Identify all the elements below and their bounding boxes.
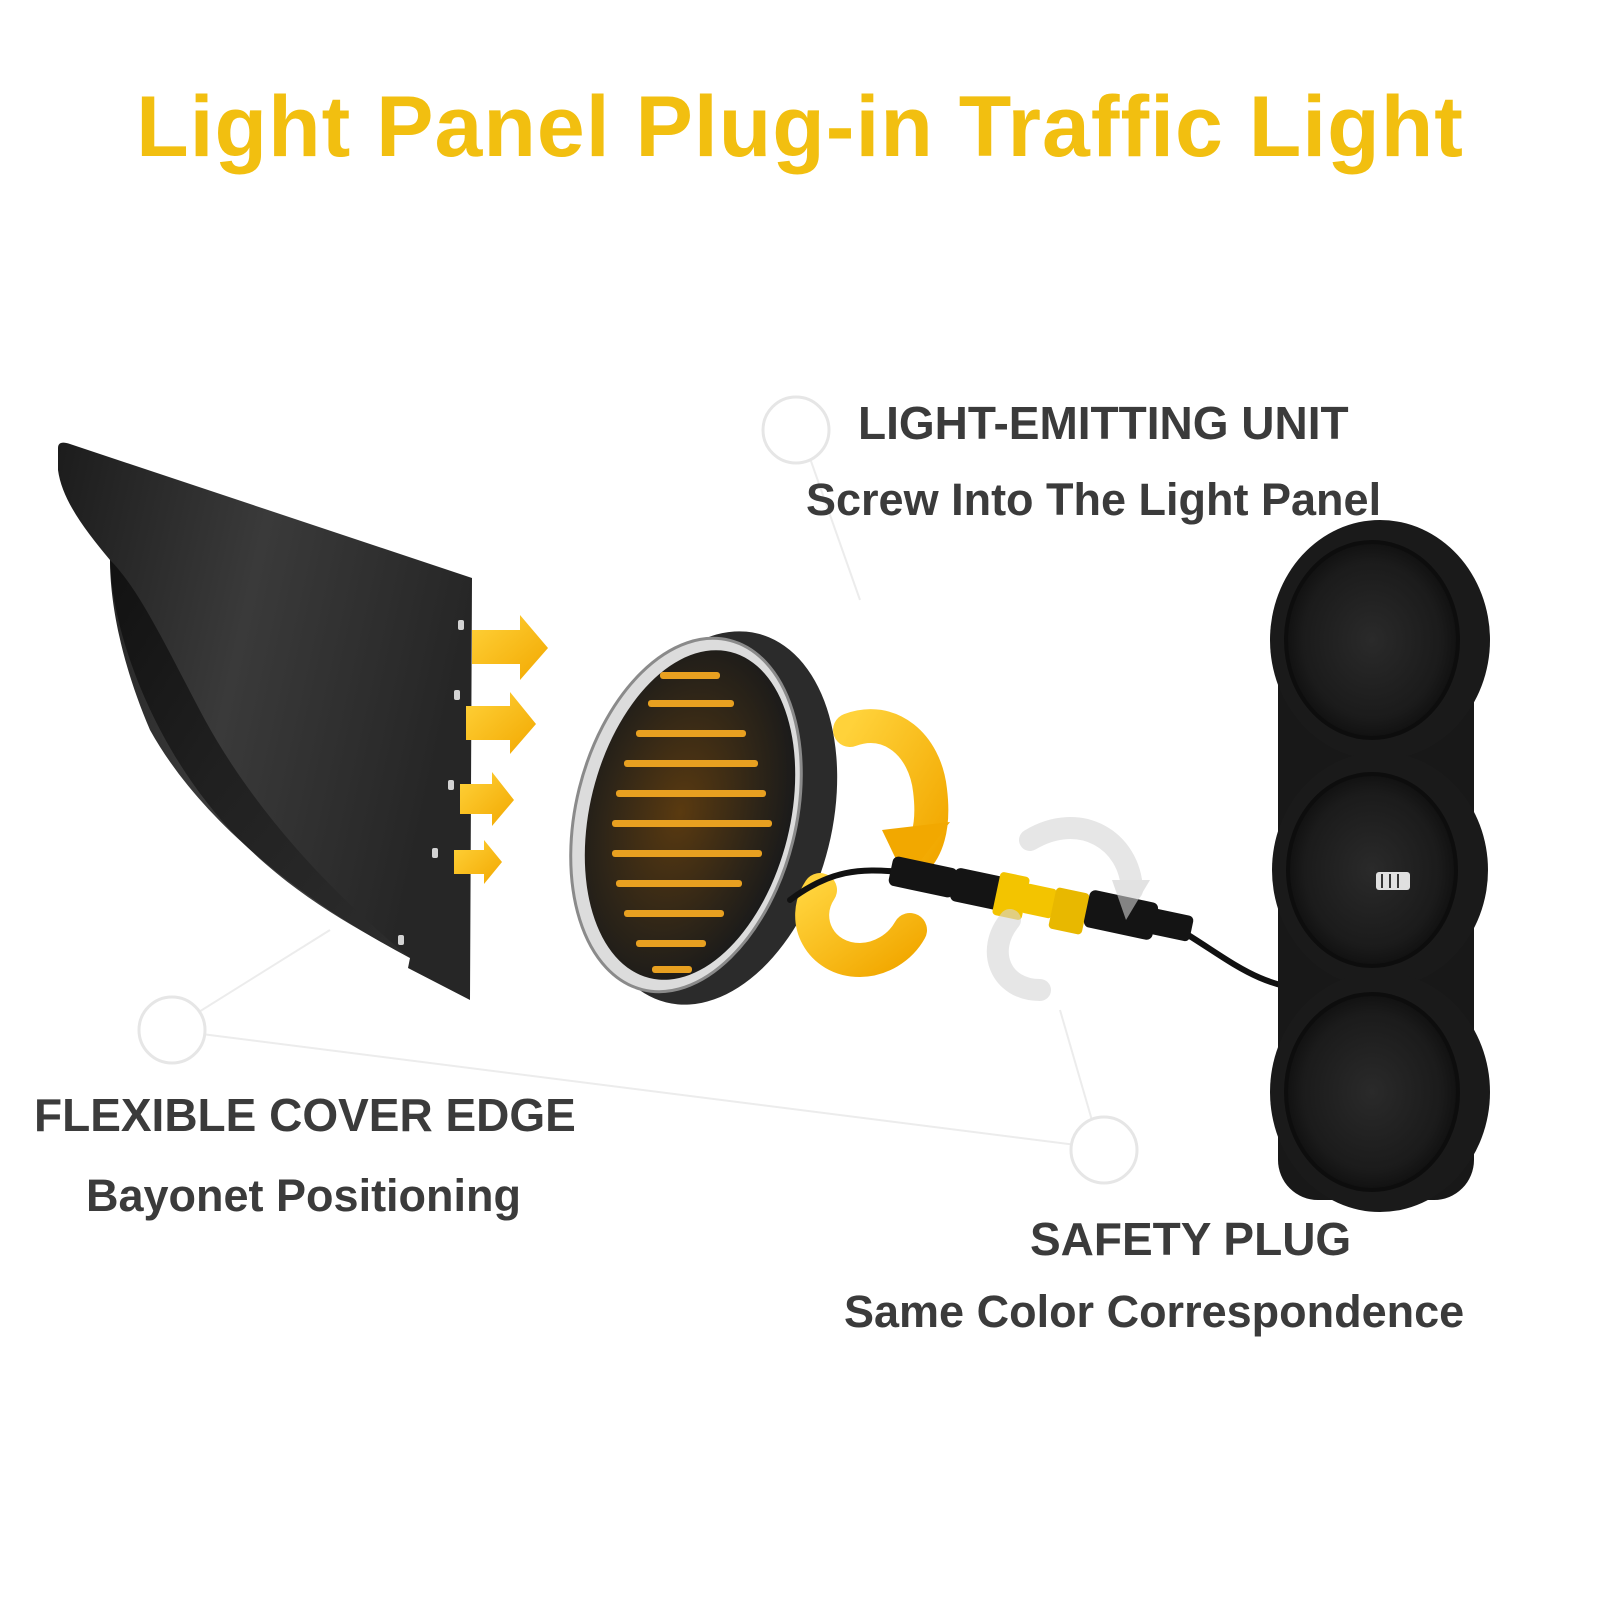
led-module (569, 631, 838, 1005)
arrow-right-icon (454, 615, 548, 884)
safety-plug-subtitle: Same Color Correspondence (844, 1286, 1465, 1337)
rotate-arrow-icon-ghost (986, 817, 1150, 1001)
led-grid (612, 672, 772, 973)
traffic-light-housing (1270, 520, 1490, 1212)
light-emitting-unit-title: LIGHT-EMITTING UNIT (858, 397, 1349, 449)
safety-plug (888, 856, 1194, 942)
flexible-cover-edge-title: FLEXIBLE COVER EDGE (34, 1089, 576, 1141)
safety-plug-title: SAFETY PLUG (1030, 1213, 1352, 1265)
light-emitting-unit-subtitle: Screw Into The Light Panel (806, 474, 1382, 525)
rotate-arrow-icon (795, 709, 950, 978)
circle-marker-icon (137, 395, 1139, 1185)
flexible-cover-edge-subtitle: Bayonet Positioning (86, 1170, 522, 1221)
page-title: Light Panel Plug-in Traffic Light (136, 79, 1464, 175)
visor-cover (58, 442, 472, 1001)
